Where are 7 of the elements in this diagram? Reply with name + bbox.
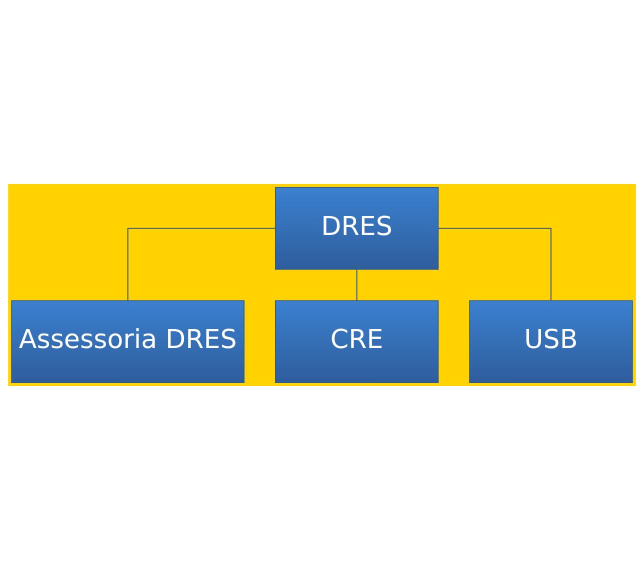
node-box: Assessoria DRES — [11, 300, 244, 383]
connector — [127, 228, 276, 300]
connector — [438, 228, 552, 300]
connector — [356, 270, 358, 301]
node-box: DRES — [274, 187, 439, 270]
node-box: CRE — [274, 300, 439, 383]
node-box: USB — [469, 300, 633, 383]
